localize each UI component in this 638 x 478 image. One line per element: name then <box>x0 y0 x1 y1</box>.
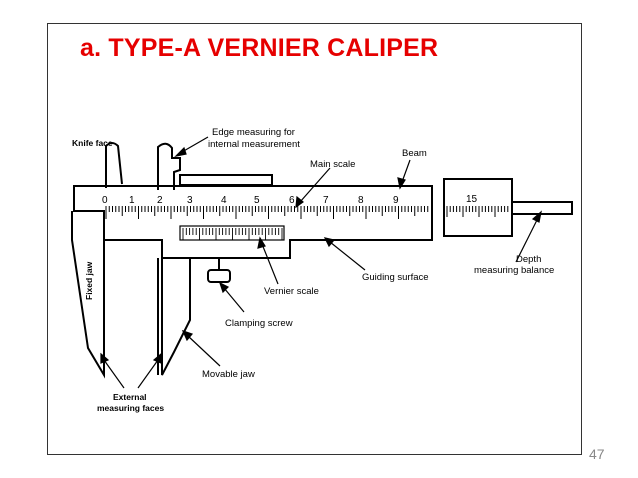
knife-face-jaw <box>105 142 123 188</box>
label-guiding-surface: Guiding surface <box>362 272 429 283</box>
scale-number-7: 7 <box>323 195 329 206</box>
scale-number-15: 15 <box>466 194 478 205</box>
scale-number-0: 0 <box>102 195 108 206</box>
vernier-scale-ticks <box>182 228 283 240</box>
label-vernier-scale: Vernier scale <box>264 286 319 297</box>
scale-number-4: 4 <box>221 195 227 206</box>
depth-rod <box>511 201 573 215</box>
main-scale-ticks <box>105 206 429 219</box>
scale-number-3: 3 <box>187 195 193 206</box>
label-beam: Beam <box>402 148 427 159</box>
top-sleeve <box>179 174 273 186</box>
label-clamping-screw: Clamping screw <box>225 318 293 329</box>
label-edge-measuring-1: Edge measuring for <box>212 127 295 138</box>
label-depth-2: measuring balance <box>474 265 554 276</box>
page-number: 47 <box>589 446 605 462</box>
scale-number-2: 2 <box>157 195 163 206</box>
scale-number-6: 6 <box>289 195 295 206</box>
scale-number-9: 9 <box>393 195 399 206</box>
depth-scale-ticks <box>446 206 509 217</box>
clamping-screw <box>207 269 231 283</box>
label-external-2: measuring faces <box>97 403 164 413</box>
beam-body <box>73 185 433 259</box>
upper-movable-jaw <box>157 142 181 190</box>
label-depth-1: Depth <box>516 254 541 265</box>
slide-title: a. TYPE-A VERNIER CALIPER <box>80 34 439 62</box>
movable-jaw <box>161 258 191 376</box>
label-fixed-jaw: Fixed jaw <box>84 261 94 300</box>
scale-number-5: 5 <box>254 195 260 206</box>
label-edge-measuring-2: internal measurement <box>208 139 300 150</box>
label-main-scale: Main scale <box>310 159 355 170</box>
slide-frame <box>47 23 582 455</box>
label-movable-jaw: Movable jaw <box>202 369 255 380</box>
label-knife-face: Knife face <box>72 138 113 148</box>
scale-number-8: 8 <box>358 195 364 206</box>
vernier-window <box>179 225 285 241</box>
label-external-1: External <box>113 392 147 402</box>
scale-number-1: 1 <box>129 195 135 206</box>
